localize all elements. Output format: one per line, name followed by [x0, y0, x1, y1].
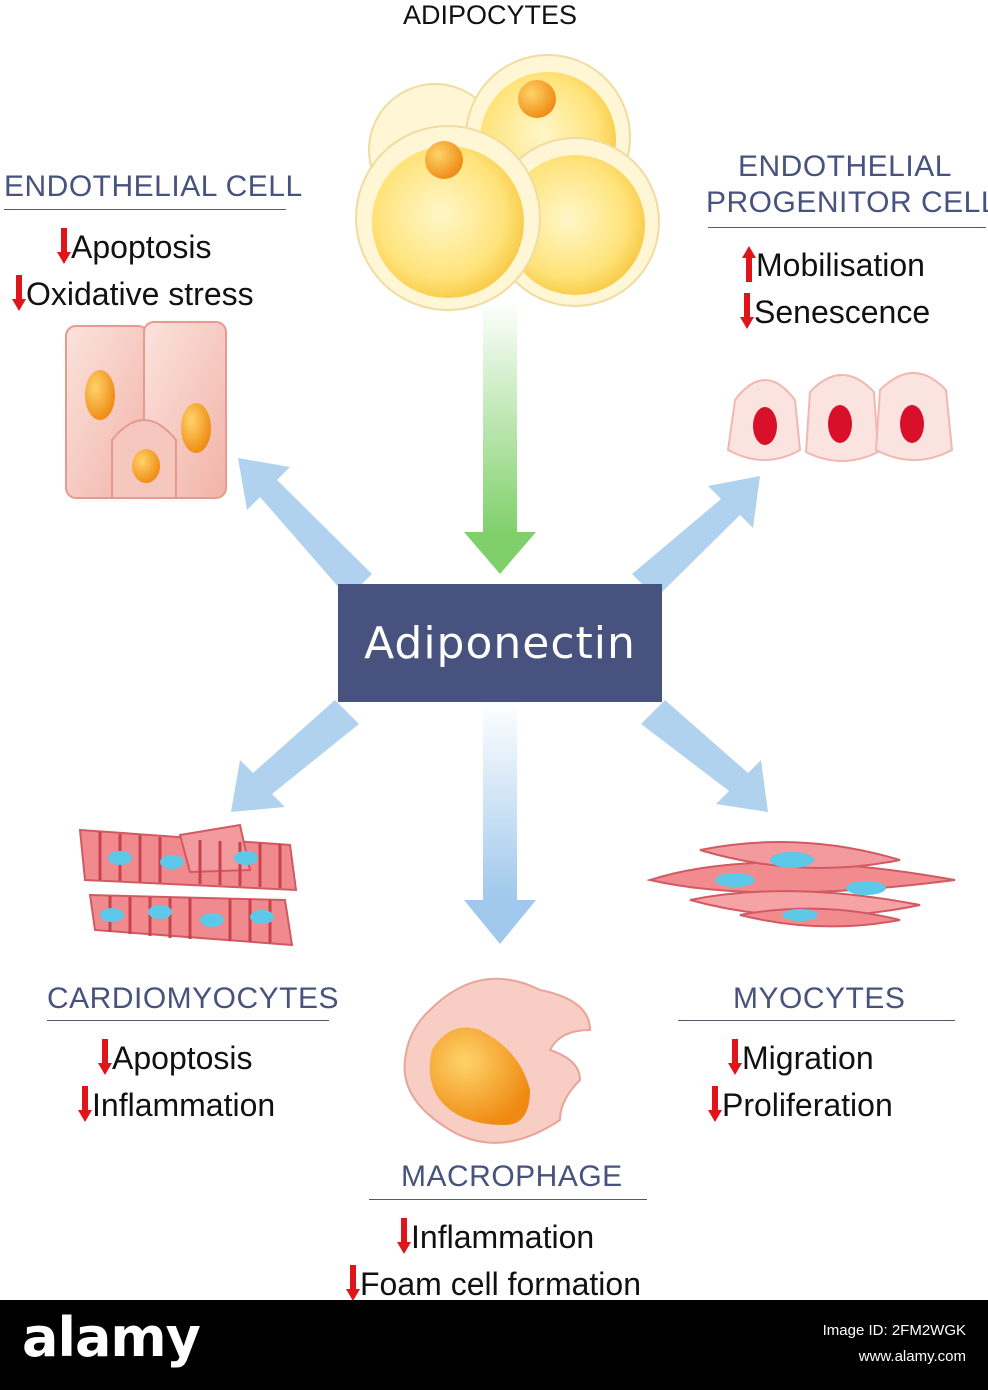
myocytes-effect-1: Migration — [728, 1033, 874, 1077]
myocytes-effect-2: Proliferation — [708, 1080, 893, 1124]
endothelial-cell-title: ENDOTHELIAL CELL — [4, 170, 303, 203]
myocytes-illustration — [646, 841, 956, 928]
down-arrow-icon — [78, 1086, 92, 1122]
endothelial-cell-effect-1: Apoptosis — [57, 222, 212, 266]
arrow-adipocytes-to-adiponectin — [464, 300, 536, 574]
endothelial-cell-effect-2: Oxidative stress — [12, 269, 254, 313]
adiponectin-box: Adiponectin — [338, 584, 662, 702]
arrow-to-cardiomyocytes — [231, 700, 359, 812]
cardiomyocytes-divider — [47, 1020, 329, 1021]
adipocytes-title: ADIPOCYTES — [403, 0, 578, 30]
macrophage-illustration — [403, 977, 592, 1144]
down-arrow-icon — [12, 275, 26, 311]
progenitor-cell-effect-1: Mobilisation — [742, 240, 925, 284]
adiponectin-label: Adiponectin — [364, 617, 636, 669]
macrophage-effect-1: Inflammation — [397, 1212, 594, 1256]
cardiomyocytes-illustration — [78, 823, 298, 947]
alamy-logo: alamy — [22, 1306, 201, 1369]
up-arrow-icon — [742, 246, 756, 282]
arrow-to-progenitor-cell — [632, 476, 760, 598]
stock-watermark-bar: alamy Image ID: 2FM2WGK www.alamy.com — [0, 1300, 988, 1390]
progenitor-cell-effect-2: Senescence — [740, 287, 930, 331]
cardiomyocytes-title: CARDIOMYOCYTES — [47, 982, 340, 1015]
down-arrow-icon — [98, 1039, 112, 1075]
endothelial-cell-illustration — [65, 321, 227, 499]
arrow-to-macrophage — [464, 702, 536, 944]
down-arrow-icon — [708, 1086, 722, 1122]
macrophage-effect-2: Foam cell formation — [346, 1259, 641, 1303]
progenitor-cell-divider — [708, 227, 986, 228]
adipocytes-illustration — [355, 54, 660, 311]
progenitor-cells-illustration — [726, 372, 954, 462]
image-id: Image ID: 2FM2WGK — [822, 1322, 966, 1339]
arrow-to-myocytes — [641, 700, 768, 812]
endothelial-cell-divider — [4, 209, 286, 210]
down-arrow-icon — [57, 228, 71, 264]
arrow-to-endothelial-cell — [238, 458, 372, 598]
cardiomyocytes-effect-1: Apoptosis — [98, 1033, 253, 1077]
myocytes-divider — [678, 1020, 955, 1021]
progenitor-cell-title-line1: ENDOTHELIAL — [738, 150, 952, 183]
down-arrow-icon — [346, 1265, 360, 1301]
cardiomyocytes-effect-2: Inflammation — [78, 1080, 275, 1124]
macrophage-title: MACROPHAGE — [401, 1160, 623, 1193]
down-arrow-icon — [740, 293, 754, 329]
down-arrow-icon — [397, 1218, 411, 1254]
diagram-graphics — [65, 54, 956, 1144]
site-url: www.alamy.com — [858, 1348, 966, 1365]
progenitor-cell-title-line2: PROGENITOR CELL — [706, 186, 988, 219]
myocytes-title: MYOCYTES — [733, 982, 906, 1015]
macrophage-divider — [369, 1199, 647, 1200]
down-arrow-icon — [728, 1039, 742, 1075]
